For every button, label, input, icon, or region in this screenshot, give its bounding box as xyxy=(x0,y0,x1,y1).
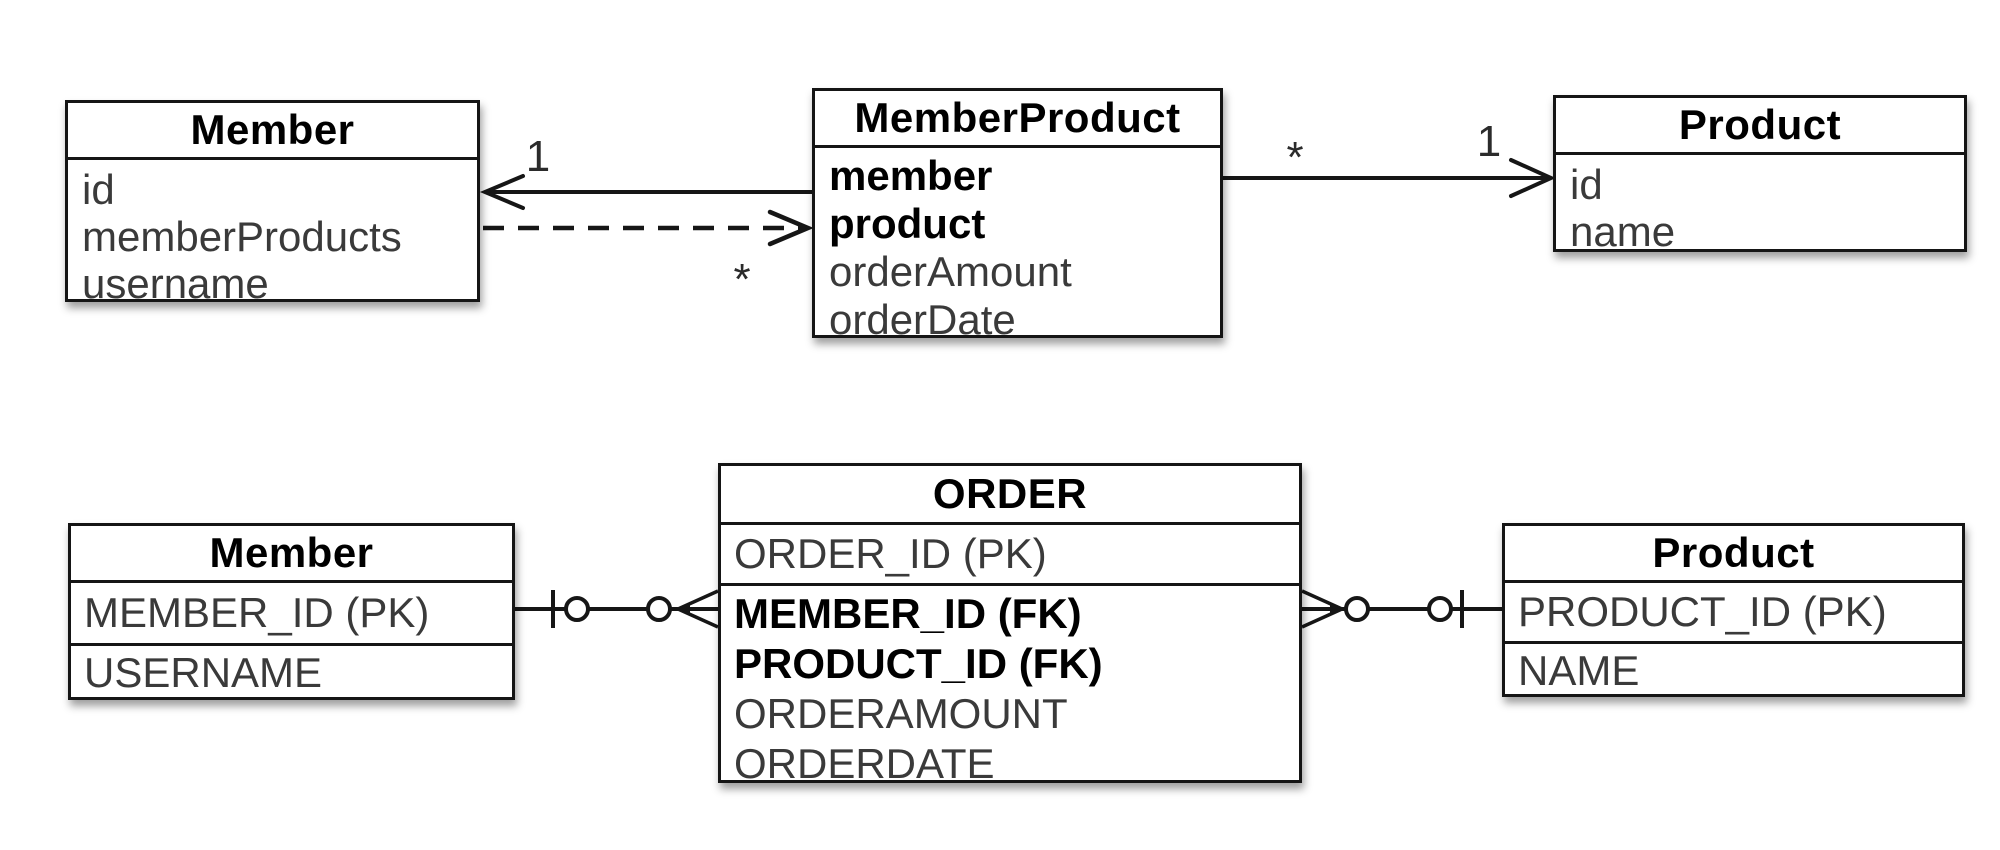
er-order-fields: MEMBER_ID (FK) PRODUCT_ID (FK) ORDERAMOU… xyxy=(721,583,1299,789)
uml-attr-product: product xyxy=(829,200,986,247)
uml-attr-product-id: id xyxy=(1570,161,1603,208)
er-entity-order-title: ORDER xyxy=(721,466,1299,525)
uml-attr-product-name: name xyxy=(1570,208,1676,255)
uml-class-member-attributes: id memberProducts username xyxy=(68,160,477,307)
er-row-orderdate: ORDERDATE xyxy=(734,740,995,787)
uml-class-product-attributes: id name xyxy=(1556,155,1964,255)
er-entity-member-title: Member xyxy=(71,526,512,583)
er-entity-order: ORDER ORDER_ID (PK) MEMBER_ID (FK) PRODU… xyxy=(718,463,1302,787)
uml-class-memberproduct-attributes: member product orderAmount orderDate xyxy=(815,148,1220,344)
uml-attr-orderamount: orderAmount xyxy=(829,248,1072,295)
er-entity-product: Product PRODUCT_ID (PK) NAME xyxy=(1502,523,1965,697)
uml-attr-memberproducts: memberProducts xyxy=(82,213,402,260)
uml-attr-id: id xyxy=(82,166,115,213)
uml-class-memberproduct: MemberProduct member product orderAmount… xyxy=(812,88,1223,343)
uml-class-member-title: Member xyxy=(68,103,477,160)
er-connector-order-product xyxy=(1301,589,1502,629)
uml-class-product: Product id name xyxy=(1553,95,1967,255)
er-row-name: NAME xyxy=(1505,641,1962,697)
uml-attr-username: username xyxy=(82,260,269,307)
uml-class-product-title: Product xyxy=(1556,98,1964,155)
er-connector-member-order xyxy=(515,589,719,629)
er-entity-product-title: Product xyxy=(1505,526,1962,583)
uml-attr-orderdate: orderDate xyxy=(829,296,1016,343)
multiplicity-member-many: * xyxy=(733,255,751,304)
uml-class-member: Member id memberProducts username xyxy=(65,100,480,307)
multiplicity-member-one: 1 xyxy=(525,132,551,181)
uml-association-member xyxy=(479,174,812,210)
er-row-order-id: ORDER_ID (PK) xyxy=(734,530,1047,577)
er-row-member-fk: MEMBER_ID (FK) xyxy=(734,590,1082,637)
uml-dependency-memberproducts xyxy=(483,209,814,247)
uml-attr-member: member xyxy=(829,152,993,199)
multiplicity-product-one: 1 xyxy=(1476,117,1502,166)
er-row-orderamount: ORDERAMOUNT xyxy=(734,690,1068,737)
er-row-member-id: MEMBER_ID (PK) xyxy=(84,589,430,636)
uml-association-product xyxy=(1223,158,1556,198)
er-entity-member: Member MEMBER_ID (PK) USERNAME xyxy=(68,523,515,700)
er-row-product-fk: PRODUCT_ID (FK) xyxy=(734,640,1103,687)
multiplicity-product-many: * xyxy=(1286,133,1304,182)
uml-class-memberproduct-title: MemberProduct xyxy=(815,91,1220,148)
er-row-product-id: PRODUCT_ID (PK) xyxy=(1518,588,1887,635)
er-row-username: USERNAME xyxy=(71,643,512,700)
